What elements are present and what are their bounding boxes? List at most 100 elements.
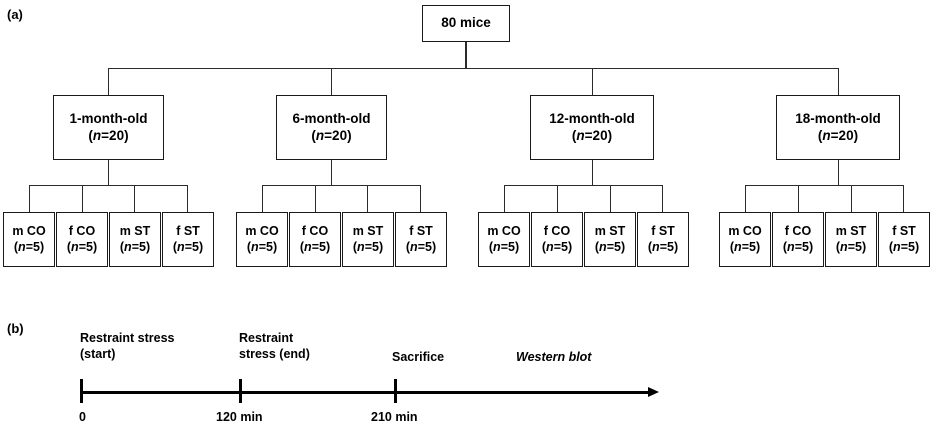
- node-leaf-label: m CO: [487, 224, 521, 239]
- connector-age-drop-1: [108, 68, 110, 96]
- node-age-18-month-old: 18-month-old (n=20): [776, 95, 900, 160]
- connector-sub-drop-2-1: [262, 185, 264, 213]
- node-leaf-3-m-st: m ST (n=5): [584, 212, 636, 267]
- node-leaf-2-f-co: f CO (n=5): [289, 212, 341, 267]
- connector-age-drop-3: [592, 68, 594, 96]
- panel-b-label: (b): [7, 321, 24, 336]
- node-leaf-n: (n=5): [352, 239, 384, 254]
- connector-sub-drop-3-3: [610, 185, 612, 213]
- connector-sub-stem-4: [838, 160, 840, 185]
- node-age-n-2: (n=20): [311, 127, 352, 143]
- node-leaf-4-f-co: f CO (n=5): [772, 212, 824, 267]
- timeline-tick-0: [80, 379, 83, 403]
- node-leaf-2-m-st: m ST (n=5): [342, 212, 394, 267]
- node-leaf-label: f ST: [651, 224, 675, 239]
- node-leaf-2-m-co: m CO (n=5): [236, 212, 288, 267]
- node-leaf-label: m ST: [594, 224, 626, 239]
- node-leaf-n: (n=5): [594, 239, 626, 254]
- node-leaf-n: (n=5): [488, 239, 520, 254]
- timeline-caption-restraint-end: Restraint stress (end): [239, 331, 310, 361]
- node-leaf-label: f CO: [301, 224, 329, 239]
- node-leaf-label: f ST: [409, 224, 433, 239]
- timeline-value-120: 120 min: [216, 410, 263, 424]
- node-leaf-4-m-co: m CO (n=5): [719, 212, 771, 267]
- node-root-label: 80 mice: [441, 15, 491, 31]
- timeline-tick-210: [394, 379, 397, 403]
- connector-root-stem: [465, 42, 467, 69]
- connector-sub-bus-3: [504, 185, 663, 187]
- timeline-caption-restraint-start: Restraint stress (start): [80, 331, 175, 361]
- connector-age-drop-2: [331, 68, 333, 96]
- connector-sub-drop-2-3: [367, 185, 369, 213]
- node-leaf-n: (n=5): [246, 239, 278, 254]
- timeline-value-0: 0: [79, 410, 86, 424]
- node-root-80-mice: 80 mice: [422, 5, 510, 42]
- connector-sub-bus-4: [745, 185, 904, 187]
- node-leaf-4-f-st: f ST (n=5): [878, 212, 930, 267]
- node-leaf-n: (n=5): [119, 239, 151, 254]
- connector-sub-bus-1: [29, 185, 188, 187]
- connector-sub-drop-4-4: [903, 185, 905, 213]
- connector-sub-drop-4-1: [745, 185, 747, 213]
- timeline-value-210: 210 min: [371, 410, 418, 424]
- node-leaf-n: (n=5): [647, 239, 679, 254]
- node-leaf-n: (n=5): [782, 239, 814, 254]
- node-leaf-label: m ST: [119, 224, 151, 239]
- connector-sub-drop-4-3: [851, 185, 853, 213]
- node-leaf-n: (n=5): [66, 239, 98, 254]
- timeline-arrow-icon: [648, 386, 659, 397]
- connector-sub-drop-4-2: [798, 185, 800, 213]
- node-leaf-3-f-co: f CO (n=5): [531, 212, 583, 267]
- node-leaf-label: f CO: [784, 224, 812, 239]
- node-leaf-label: f CO: [543, 224, 571, 239]
- node-leaf-n: (n=5): [299, 239, 331, 254]
- node-age-n-4: (n=20): [817, 127, 859, 143]
- node-age-label-3: 12-month-old: [549, 111, 635, 127]
- timeline-tick-120: [239, 379, 242, 403]
- timeline-axis: [81, 391, 650, 394]
- node-age-label-1: 1-month-old: [69, 111, 148, 127]
- node-age-6-month-old: 6-month-old (n=20): [276, 95, 387, 160]
- connector-sub-drop-2-4: [420, 185, 422, 213]
- node-leaf-n: (n=5): [888, 239, 920, 254]
- node-leaf-n: (n=5): [835, 239, 867, 254]
- node-leaf-1-m-st: m ST (n=5): [109, 212, 161, 267]
- connector-age-drop-4: [838, 68, 840, 96]
- node-leaf-label: f ST: [892, 224, 916, 239]
- node-leaf-label: m CO: [728, 224, 762, 239]
- node-leaf-3-m-co: m CO (n=5): [478, 212, 530, 267]
- node-age-n-3: (n=20): [571, 127, 613, 143]
- node-leaf-n: (n=5): [405, 239, 437, 254]
- timeline-caption-sacrifice: Sacrifice: [392, 350, 445, 364]
- node-age-1-month-old: 1-month-old (n=20): [53, 95, 164, 160]
- node-age-12-month-old: 12-month-old (n=20): [530, 95, 654, 160]
- node-leaf-n: (n=5): [172, 239, 204, 254]
- timeline-caption-western-blot: Western blot: [516, 350, 592, 364]
- connector-sub-stem-3: [592, 160, 594, 185]
- connector-sub-drop-3-1: [504, 185, 506, 213]
- connector-sub-stem-1: [108, 160, 110, 185]
- connector-sub-bus-2: [262, 185, 421, 187]
- node-leaf-n: (n=5): [729, 239, 761, 254]
- connector-sub-drop-1-1: [29, 185, 31, 213]
- node-leaf-label: m CO: [245, 224, 279, 239]
- node-leaf-label: f ST: [176, 224, 200, 239]
- node-leaf-1-m-co: m CO (n=5): [3, 212, 55, 267]
- node-leaf-1-f-st: f ST (n=5): [162, 212, 214, 267]
- node-leaf-2-f-st: f ST (n=5): [395, 212, 447, 267]
- node-leaf-label: m CO: [12, 224, 46, 239]
- connector-sub-drop-2-2: [315, 185, 317, 213]
- panel-a-label: (a): [7, 7, 23, 22]
- node-age-label-2: 6-month-old: [292, 111, 371, 127]
- node-leaf-4-m-st: m ST (n=5): [825, 212, 877, 267]
- node-age-label-4: 18-month-old: [795, 111, 881, 127]
- node-leaf-label: m ST: [352, 224, 384, 239]
- node-age-n-1: (n=20): [88, 127, 129, 143]
- node-leaf-n: (n=5): [13, 239, 45, 254]
- connector-sub-stem-2: [331, 160, 333, 185]
- connector-sub-drop-3-4: [662, 185, 664, 213]
- node-leaf-label: f CO: [68, 224, 96, 239]
- connector-sub-drop-1-2: [82, 185, 84, 213]
- connector-sub-drop-1-4: [187, 185, 189, 213]
